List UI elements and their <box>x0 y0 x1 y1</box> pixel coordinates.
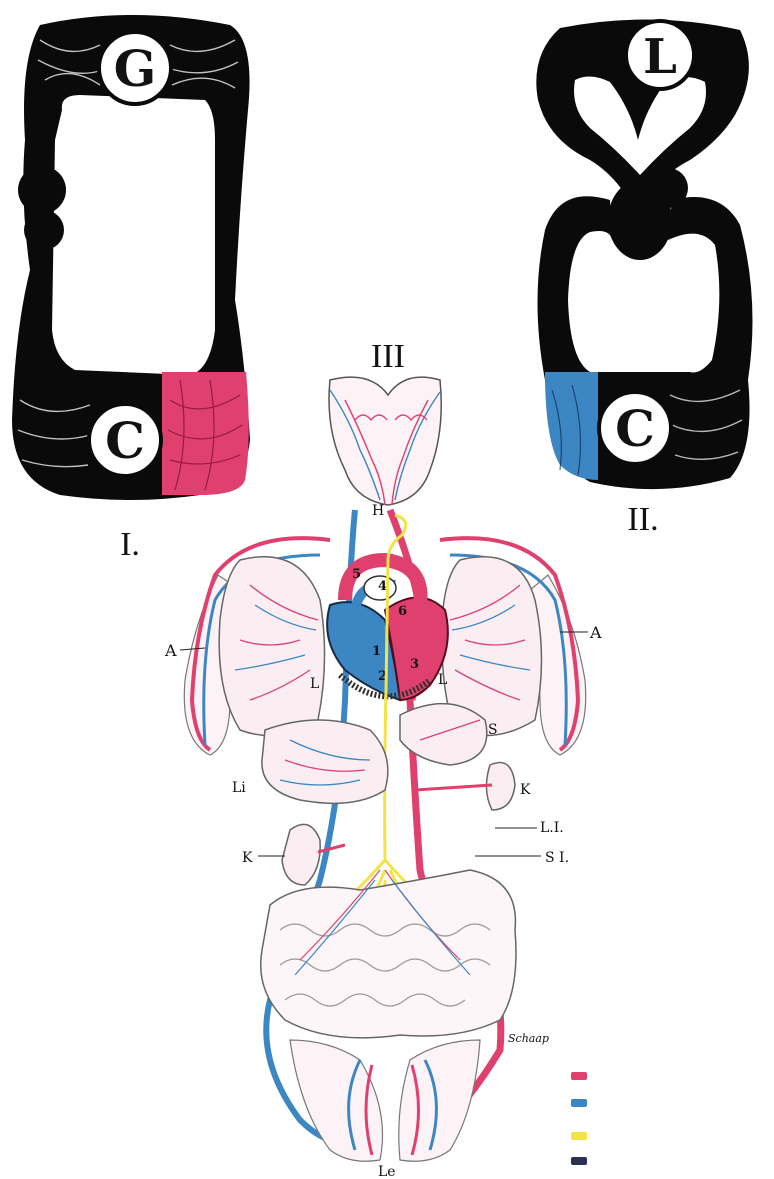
small-intestine-label: S I. <box>545 850 569 866</box>
figure-one-bottom-circle-label: C <box>105 411 145 470</box>
lung-right-label: L <box>438 672 447 688</box>
figure-one-bulge-lower <box>24 210 64 250</box>
figure-one-bulge-upper <box>18 166 66 214</box>
legend-swatch-dark <box>571 1157 587 1165</box>
arm-left-label: A <box>164 641 177 660</box>
large-intestine-label: L.I. <box>540 820 564 836</box>
kidney-right <box>282 824 320 885</box>
figure-three-anatomy: H A A L L <box>164 377 602 1179</box>
intestines <box>261 870 516 1038</box>
figure-two-venous-region <box>545 372 598 480</box>
head-label: H <box>372 503 384 519</box>
legend-swatch-artery <box>571 1072 587 1080</box>
color-legend <box>571 1072 587 1165</box>
heart-chamber-1: 1 <box>372 644 381 659</box>
figure-three-roman-label: III <box>371 338 405 375</box>
leg-right <box>399 1040 480 1161</box>
figure-two-roman-label: II. <box>627 501 658 538</box>
heart-chamber-3: 3 <box>410 657 419 672</box>
figure-one-diagram: G C I. <box>12 15 250 563</box>
liver <box>262 720 388 803</box>
legend-swatch-lymph <box>571 1132 587 1140</box>
figure-one-roman-label: I. <box>120 526 140 563</box>
lung-left-label: L <box>310 676 319 692</box>
heart-chamber-5: 5 <box>352 567 361 582</box>
kidney-right-label: K <box>242 850 253 866</box>
arm-right-label: A <box>589 623 602 642</box>
lung-left <box>219 557 324 736</box>
stomach-label: S <box>488 722 498 738</box>
legend-swatch-vein <box>571 1099 587 1107</box>
head-outline <box>329 377 441 505</box>
figure-two-top-circle-label: L <box>643 29 677 85</box>
liver-label: Li <box>232 780 246 796</box>
artist-signature: Schaap <box>508 1032 549 1045</box>
heart-chamber-6: 6 <box>398 604 407 619</box>
figure-two-diagram: L C II. <box>536 19 752 538</box>
kidney-left-label: K <box>520 782 531 798</box>
figure-one-top-circle-label: G <box>114 39 157 98</box>
figure-two-bottom-circle-label: C <box>615 399 655 458</box>
legs-label: Le <box>378 1164 396 1179</box>
heart-chamber-4: 4 <box>378 579 387 594</box>
